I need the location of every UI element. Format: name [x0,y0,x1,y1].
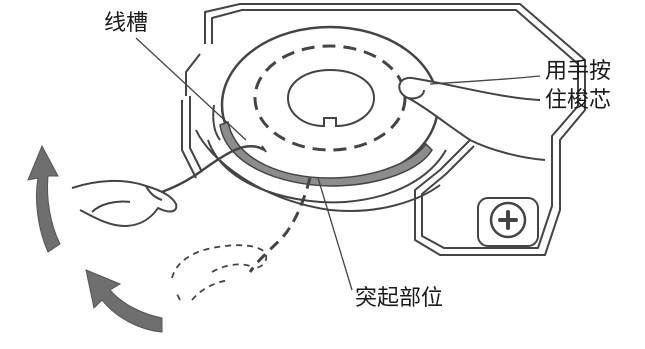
leader-protrusion [317,177,353,291]
thread-groove-band [219,120,433,187]
screw-icon [477,197,539,247]
leader-lines [135,37,541,291]
bobbin [253,44,407,152]
hand-holding-thread-icon [71,179,178,227]
finger-pressing-icon [398,76,546,161]
label-protrusion: 突起部位 [355,286,444,311]
leader-bobbin-case [429,75,541,85]
label-hold-bobbin-line2: 住梭芯 [545,88,612,113]
rotate-direction-arrow-icon [27,144,163,333]
leader-thread-groove [135,37,247,141]
label-thread-groove: 线槽 [104,11,149,36]
label-hold-bobbin-line1: 用手按 [545,59,612,84]
ghost-hand [171,244,268,301]
